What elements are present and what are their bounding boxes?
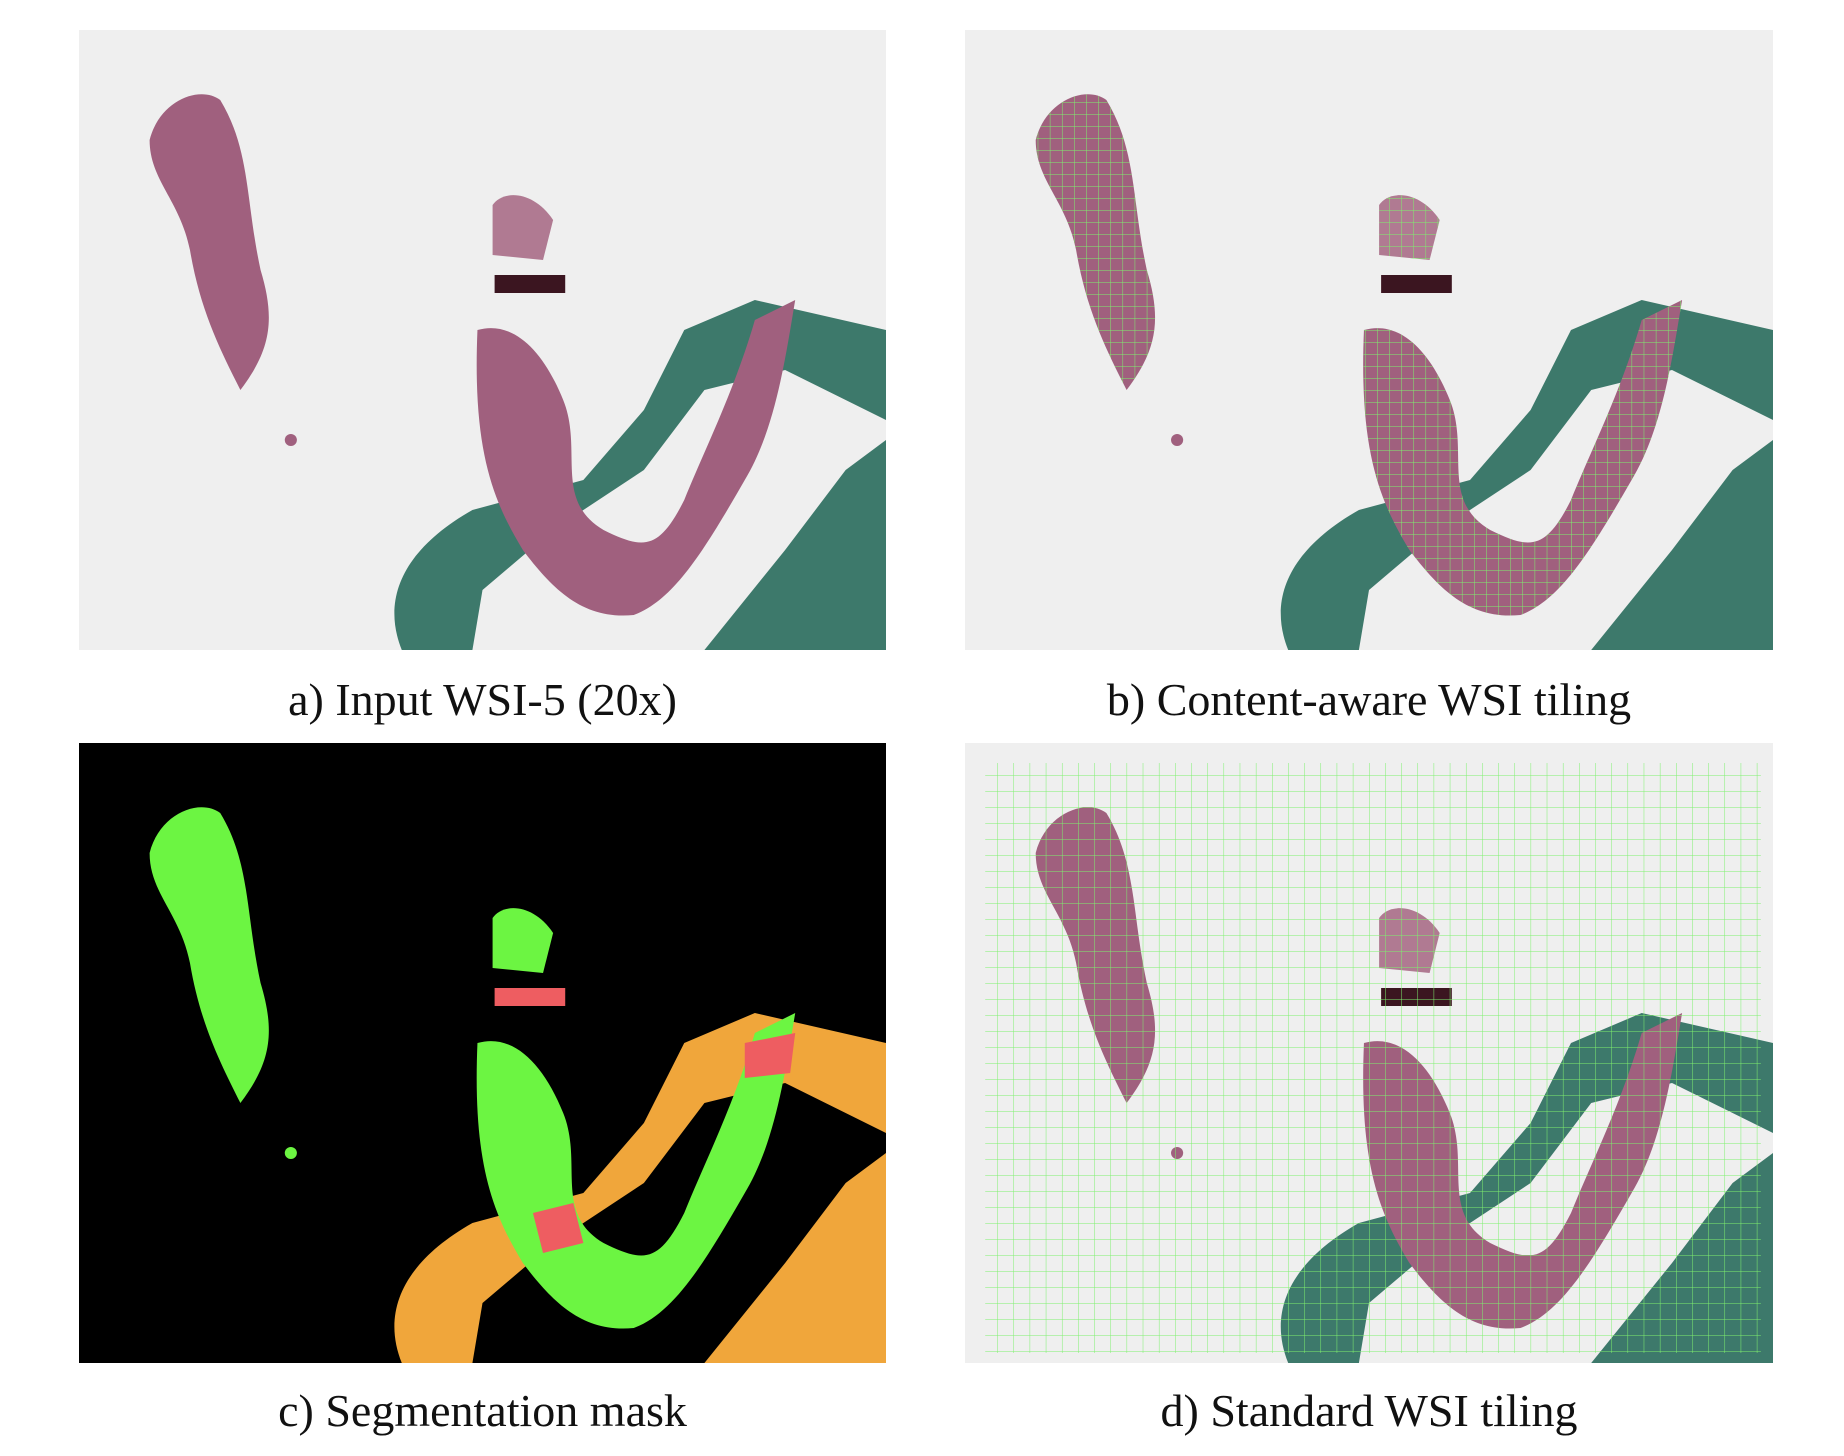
tissue-speck	[284, 434, 297, 446]
mask-overlap-region-1	[532, 1203, 584, 1253]
tissue-bottom-u	[476, 300, 796, 616]
caption-b: b) Content-aware WSI tiling	[1106, 674, 1632, 725]
caption-d: d) Standard WSI tiling	[1160, 1385, 1578, 1436]
marker-ink-upper	[1280, 300, 1773, 650]
panel-b-content-aware-tiling-image	[965, 30, 1773, 650]
mask-tissue-left	[149, 807, 269, 1103]
caption-c: c) Segmentation mask	[278, 1385, 687, 1436]
panel-d-standard-tiling-image	[965, 743, 1773, 1363]
marker-ink-upper	[394, 300, 886, 650]
tissue-top-middle	[492, 195, 554, 260]
standard-tiling-svg	[965, 743, 1773, 1363]
panel-c-segmentation-mask-image	[79, 743, 886, 1363]
tissue-dark-strip	[494, 275, 566, 293]
marker-ink-lower	[704, 440, 886, 650]
mask-overlap-region-2	[744, 1033, 796, 1078]
mask-marker-upper	[394, 1013, 886, 1363]
tiled-tissue-bottom-u	[1363, 300, 1683, 616]
standard-tile-grid	[985, 763, 1761, 1353]
segmentation-mask-svg	[79, 743, 886, 1363]
tissue-speck	[1171, 434, 1184, 446]
input-wsi-svg	[79, 30, 886, 650]
caption-a: a) Input WSI-5 (20x)	[288, 674, 677, 725]
tiled-tissue-left	[1035, 94, 1156, 391]
tiled-tissue-top-middle	[1379, 195, 1440, 260]
mask-tissue-top-middle	[492, 908, 554, 973]
mask-marker-lower	[704, 1153, 886, 1363]
marker-ink-lower	[1591, 440, 1773, 650]
mask-tissue-speck	[284, 1147, 297, 1159]
mask-overlap-strip	[494, 988, 566, 1006]
tissue-left	[149, 94, 269, 391]
tissue-dark-strip	[1381, 275, 1452, 293]
content-aware-tiling-svg	[965, 30, 1773, 650]
panel-a-input-wsi-image	[79, 30, 886, 650]
